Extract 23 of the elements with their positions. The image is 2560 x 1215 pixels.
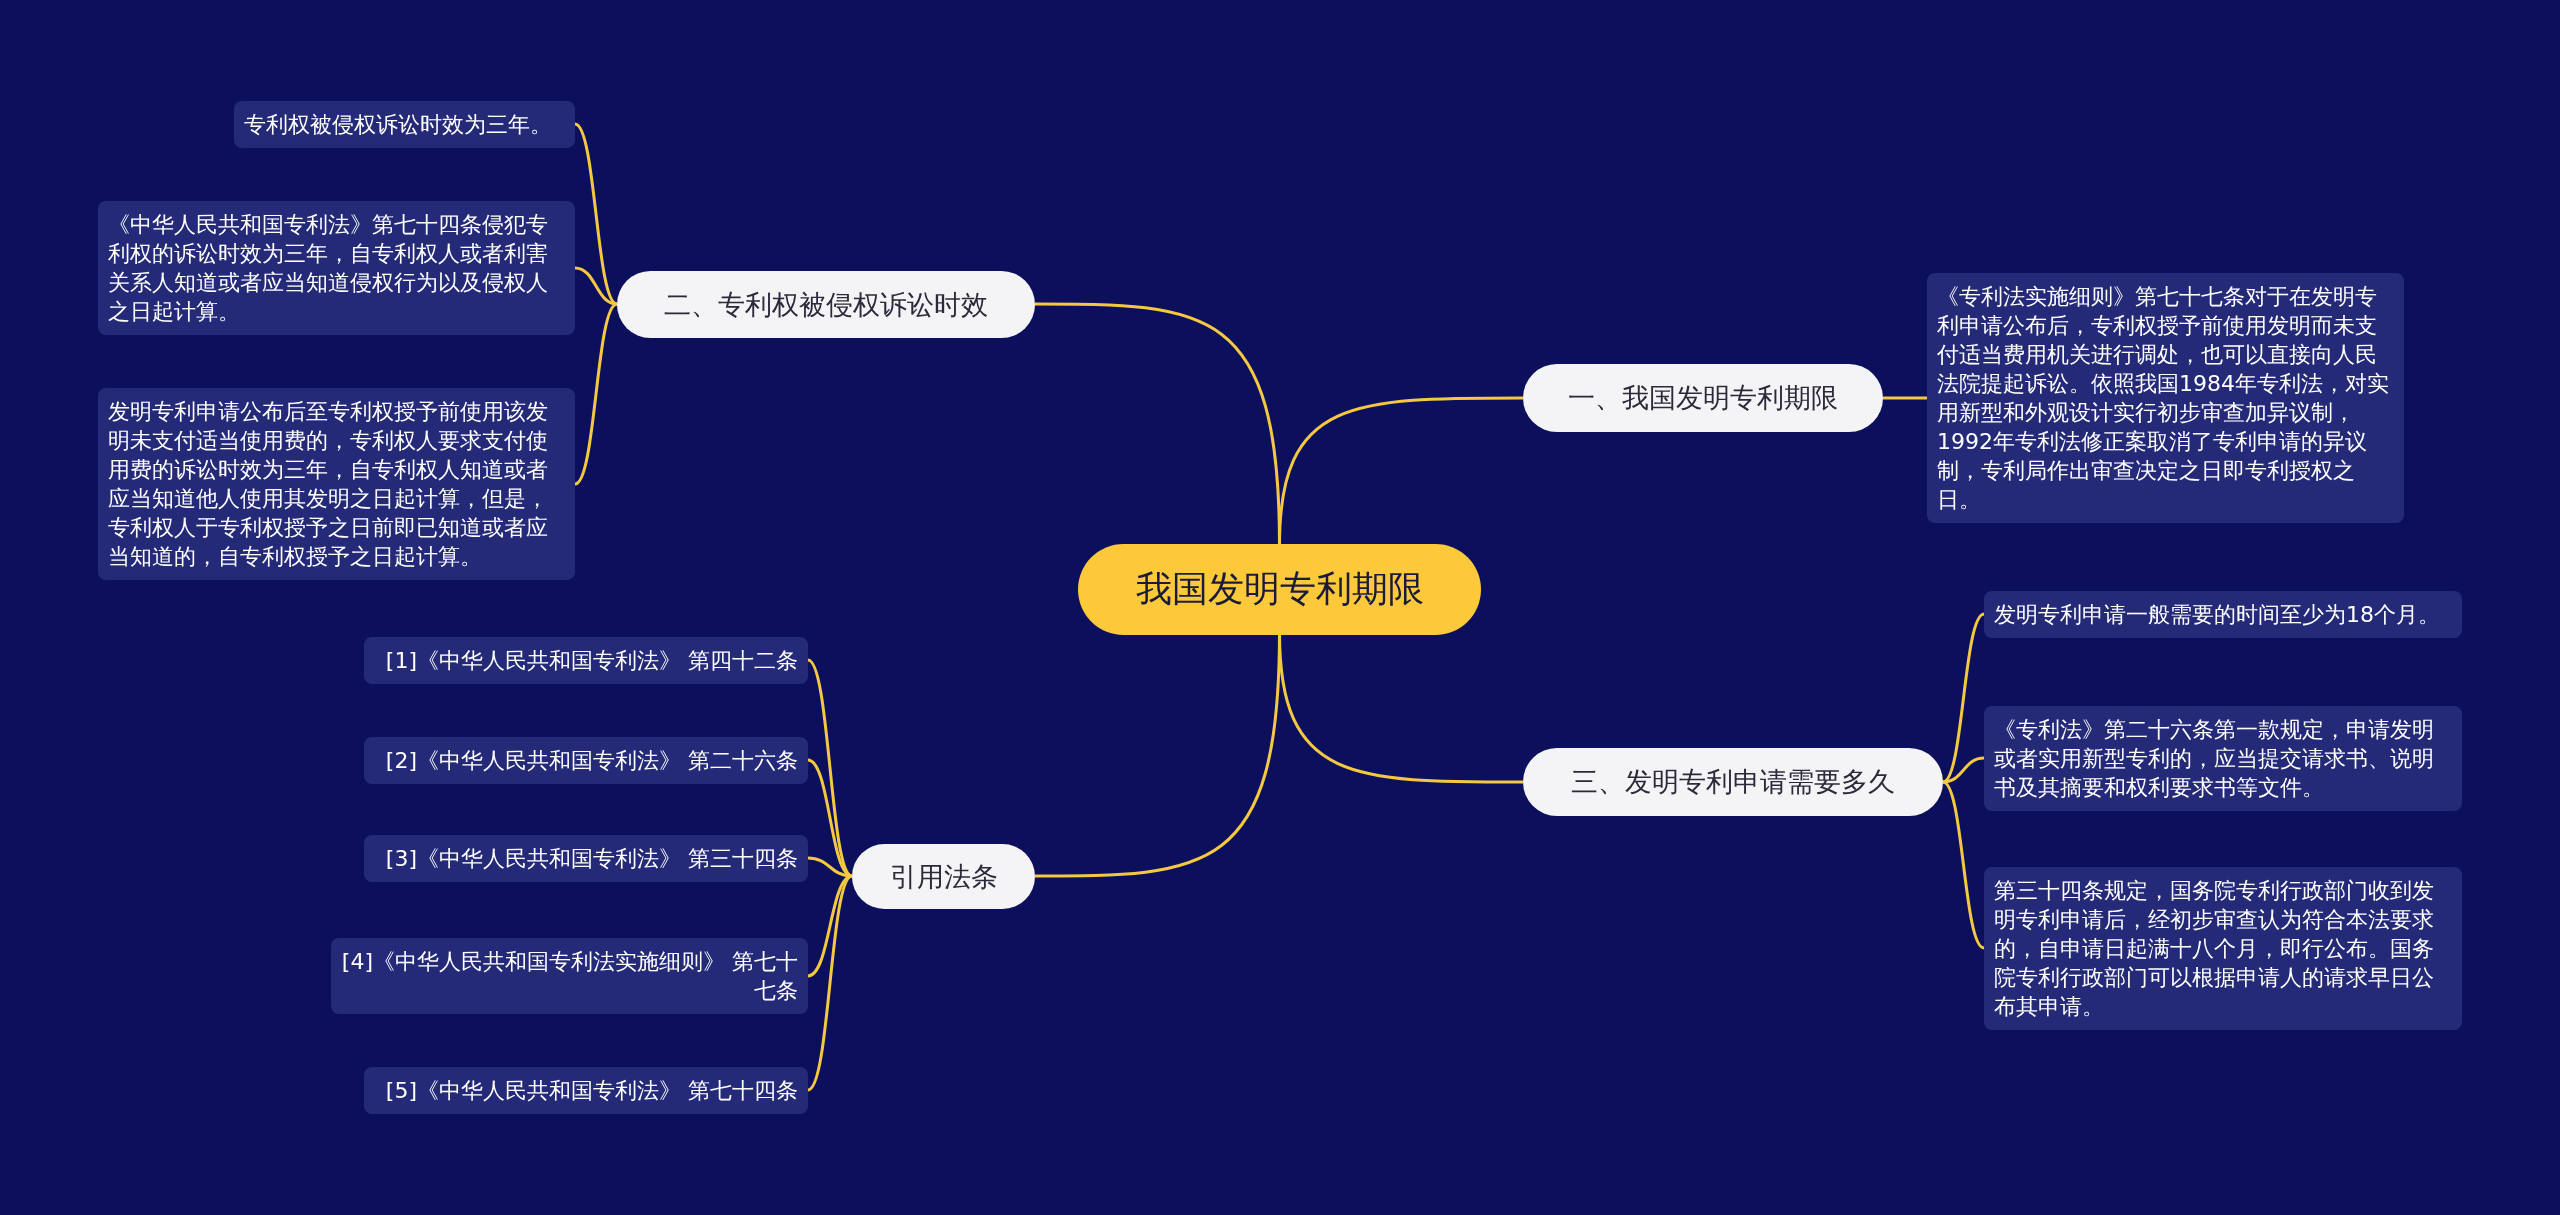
connector-line [1942, 756, 1985, 784]
topic-pill: 二、专利权被侵权诉讼时效 [617, 271, 1035, 338]
reference-card: [2]《中华人民共和国专利法》 第二十六条 [364, 737, 808, 784]
reference-card: [5]《中华人民共和国专利法》 第七十四条 [364, 1067, 808, 1114]
note-card: 专利权被侵权诉讼时效为三年。 [234, 101, 575, 148]
note-card: 《中华人民共和国专利法》第七十四条侵犯专利权的诉讼时效为三年，自专利权人或者利害关系人知道或者应当知道侵权行为以及侵权人之日起计算。 [98, 201, 575, 335]
note-card: 发明专利申请公布后至专利权授予前使用该发明未支付适当使用费的，专利权人要求支付使用费的诉讼时效为三年，自专利权人知道或者应当知道他人使用其发明之日起计算，但是，专利权人于专利权授予之日前即已知道或者应当知道的，自专利权授予之日起计算。 [98, 388, 575, 580]
central-topic: 我国发明专利期限 [1078, 544, 1481, 635]
topic-pill: 一、我国发明专利期限 [1523, 364, 1883, 432]
connector-line [1942, 780, 1985, 950]
connector-line [574, 302, 618, 486]
reference-card: [1]《中华人民共和国专利法》 第四十二条 [364, 637, 808, 684]
note-card: 《专利法》第二十六条第一款规定，申请发明或者实用新型专利的，应当提交请求书、说明书及其摘要和权利要求书等文件。 [1984, 706, 2462, 811]
topic-pill: 引用法条 [852, 844, 1035, 909]
connector-line [1883, 396, 1927, 400]
note-card: 《专利法实施细则》第七十七条对于在发明专利申请公布后，专利权授予前使用发明而未支付适当费用机关进行调处，也可以直接向人民法院提起诉讼。依照我国1984年专利法，对实用新型和外观设计实行初步审查加异议制，1992年专利法修正案取消了专利申请的异议制，专利局作出审查决定之日即专利授权之日。 [1927, 273, 2404, 523]
note-card: 第三十四条规定，国务院专利行政部门收到发明专利申请后，经初步审查认为符合本法要求的，自申请日起满十八个月，即行公布。国务院专利行政部门可以根据申请人的请求早日公布其申请。 [1984, 867, 2462, 1030]
connector-line [1035, 632, 1281, 878]
reference-card: [4]《中华人民共和国专利法实施细则》 第七十七条 [331, 938, 808, 1014]
reference-card: [3]《中华人民共和国专利法》 第三十四条 [364, 835, 808, 882]
connector-line [1035, 302, 1281, 546]
note-card: 发明专利申请一般需要的时间至少为18个月。 [1984, 591, 2462, 638]
topic-pill: 三、发明专利申请需要多久 [1523, 748, 1943, 816]
